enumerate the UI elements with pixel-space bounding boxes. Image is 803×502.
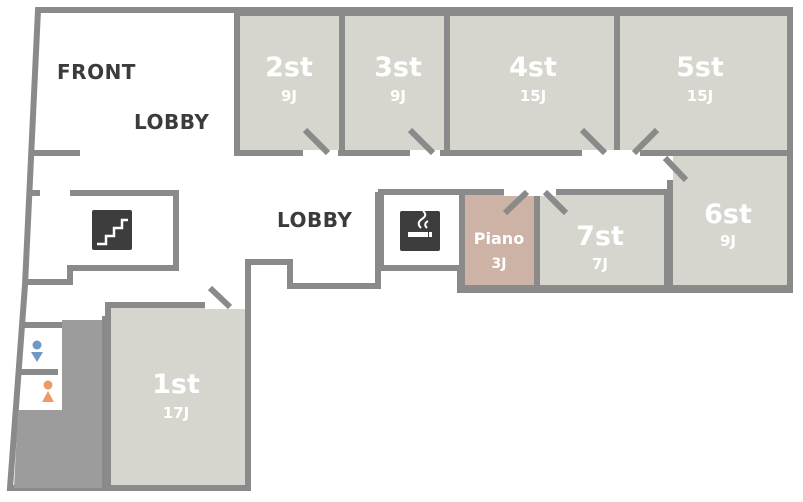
room-2st-size: 9J xyxy=(281,87,297,105)
door-6st xyxy=(662,155,689,183)
room-piano-name: Piano xyxy=(474,229,524,248)
room-7st-name: 7st xyxy=(576,221,624,252)
door-3st xyxy=(407,127,436,156)
smoking-area-icon xyxy=(400,211,440,251)
room-5st[interactable]: 5st 15J xyxy=(614,10,793,156)
room-2st[interactable]: 2st 9J xyxy=(234,10,345,156)
room-5st-size: 15J xyxy=(687,87,713,105)
door-7st xyxy=(542,189,569,216)
room-1st-name: 1st xyxy=(152,369,200,400)
front-lobby-label-line1: FRONT xyxy=(57,60,136,84)
room-piano-size: 3J xyxy=(492,256,507,272)
room-6st-size: 9J xyxy=(720,232,736,250)
room-3st[interactable]: 3st 9J xyxy=(339,10,450,156)
door-1st xyxy=(207,285,233,310)
door-2st xyxy=(302,127,331,156)
room-6st-name: 6st xyxy=(704,199,752,230)
room-4st[interactable]: 4st 15J xyxy=(444,10,620,156)
room-2st-name: 2st xyxy=(265,52,313,83)
room-1st[interactable]: 1st 17J xyxy=(105,302,251,491)
room-4st-size: 15J xyxy=(520,87,546,105)
room-3st-name: 3st xyxy=(374,52,422,83)
stairs xyxy=(28,190,179,285)
front-lobby-label-line2: LOBBY xyxy=(134,110,209,134)
room-6st[interactable]: 6st 9J xyxy=(667,150,793,291)
female-restroom-icon xyxy=(42,380,54,402)
room-7st-size: 7J xyxy=(592,255,608,273)
male-restroom-icon xyxy=(31,340,43,362)
lobby-label: LOBBY xyxy=(277,208,352,232)
room-5st-name: 5st xyxy=(676,52,724,83)
door-4st xyxy=(579,127,608,156)
room-3st-size: 9J xyxy=(390,87,406,105)
room-7st[interactable]: 7st 7J xyxy=(534,189,670,291)
door-piano xyxy=(502,189,530,216)
room-1st-size: 17J xyxy=(163,404,189,422)
door-5st xyxy=(631,127,660,156)
room-4st-name: 4st xyxy=(509,52,557,83)
smoking-area xyxy=(378,189,465,271)
room-piano[interactable]: Piano 3J xyxy=(459,189,540,291)
